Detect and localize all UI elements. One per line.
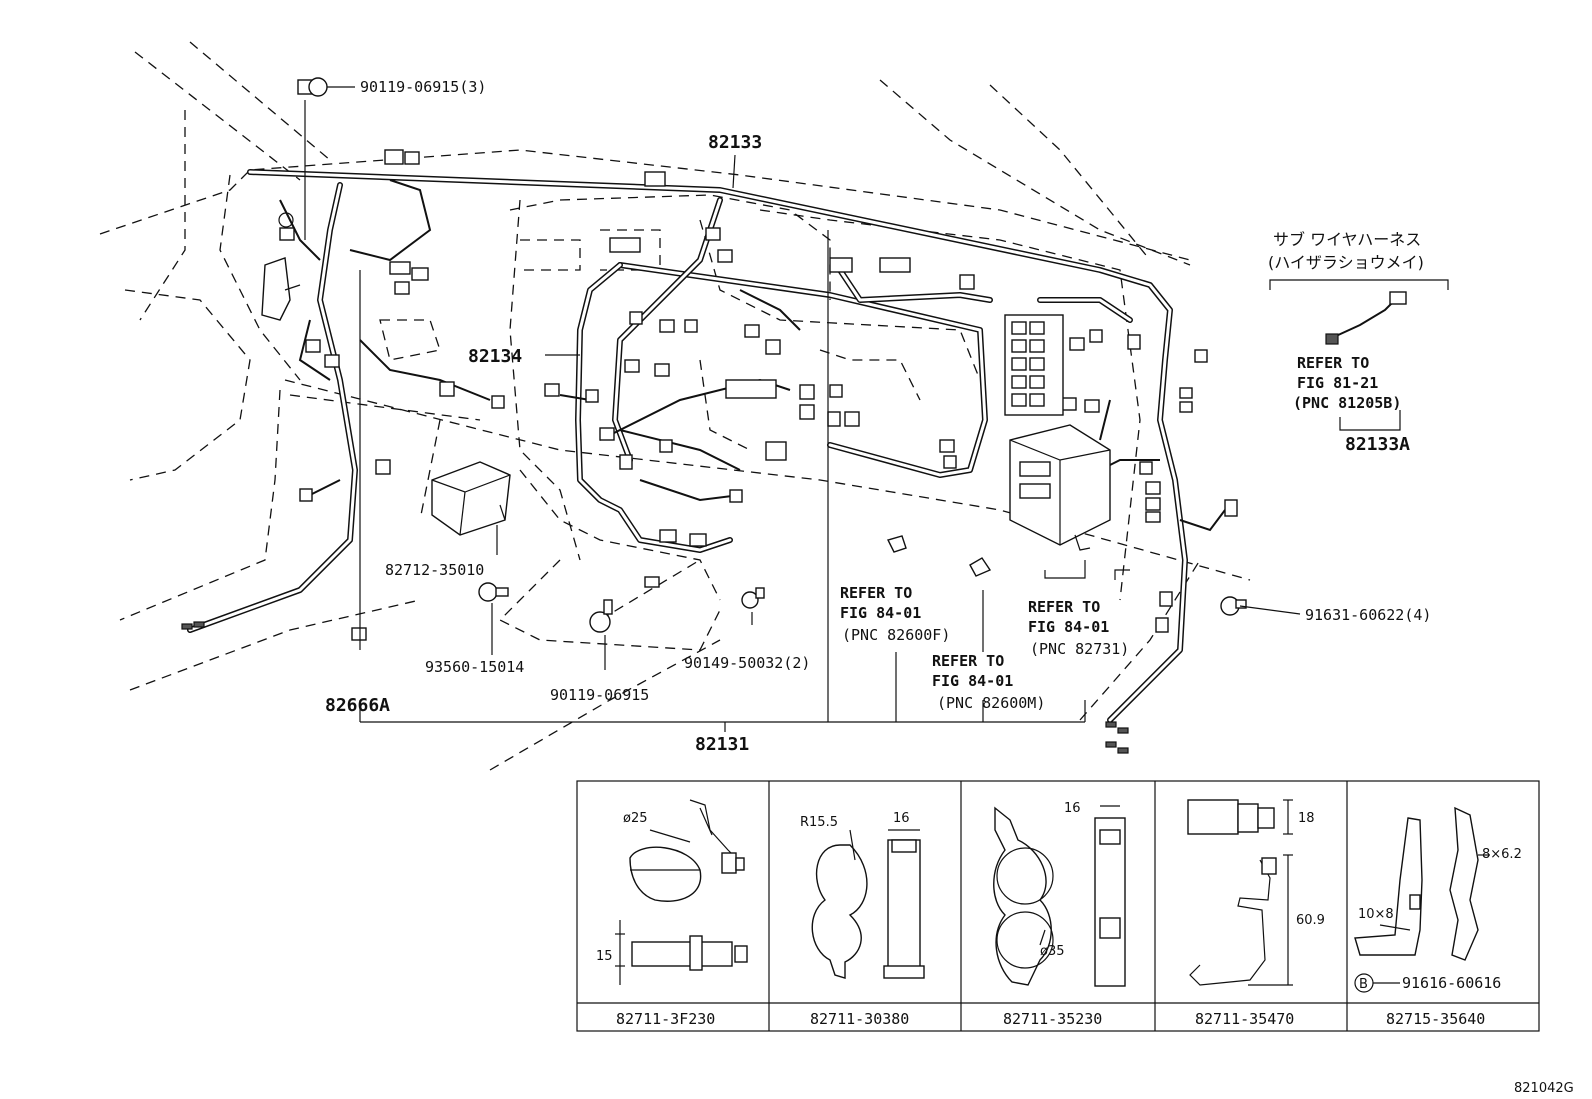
- label-82712-35010: 82712-35010: [385, 561, 484, 579]
- dim-10x8: 10×8: [1358, 907, 1394, 922]
- label-refer-82600M-l2: FIG 84-01: [932, 672, 1013, 690]
- ecu-module: [1009, 424, 1111, 551]
- left-bracket: [261, 212, 301, 321]
- bolt-icon: [1220, 596, 1247, 616]
- bolt-icon: [478, 582, 509, 602]
- label-sub-harness-jp2: (ハイザラショウメイ): [1268, 253, 1424, 272]
- dim-60-9: 60.9: [1296, 913, 1325, 928]
- label-82134: 82134: [468, 346, 522, 367]
- cover-82712: [431, 461, 511, 536]
- label-bolt-90119-3: 90119-06915(3): [360, 78, 486, 96]
- clip-icon: [886, 535, 907, 553]
- body-outline: [99, 41, 1251, 771]
- detail-table: ø25 15 82711-3F230 R15.5 16 82711-30380: [576, 780, 1540, 1032]
- figure-id: 821042G: [1514, 1081, 1574, 1096]
- harness-82133: [187, 169, 1226, 723]
- dim-16: 16: [893, 811, 910, 826]
- bolt-icon: [741, 587, 765, 609]
- dim-8x6-2: 8×6.2: [1482, 847, 1522, 862]
- dim-r15-5: R15.5: [800, 815, 838, 830]
- label-82133A: 82133A: [1345, 434, 1410, 455]
- label-screw-93560: 93560-15014: [425, 658, 524, 676]
- label-82131: 82131: [695, 734, 749, 755]
- label-refer-82600F-l1: REFER TO: [840, 584, 912, 602]
- clip-icon: [969, 557, 992, 577]
- label-bolt-91616: 91616-60616: [1402, 974, 1501, 992]
- dim-16b: 16: [1064, 801, 1081, 816]
- label-sub-harness-jp: サブ ワイヤハーネス: [1273, 230, 1421, 249]
- label-refer-81-l3: (PNC 81205B): [1293, 394, 1401, 412]
- dim-dia-25: ø25: [623, 811, 648, 826]
- detail-cell-82711-35230: 16 ø35 82711-35230: [993, 801, 1126, 1028]
- label-bolt-90119: 90119-06915: [550, 686, 649, 704]
- detail-cell-82711-30380: R15.5 16 82711-30380: [800, 811, 925, 1028]
- label-refer-82600M-l1: REFER TO: [932, 652, 1004, 670]
- label-refer-81-l2: FIG 81-21: [1297, 374, 1378, 392]
- label-bolt-90149: 90149-50032(2): [684, 654, 810, 672]
- leader-lines: [304, 86, 1301, 732]
- sub-harness-82133A: [1269, 279, 1449, 431]
- b-marker-icon: B: [1359, 977, 1368, 992]
- detail-cell-82715-35640: B 8×6.2 10×8 91616-60616 82715-35640: [1354, 806, 1522, 1028]
- part-82715-35640: 82715-35640: [1386, 1010, 1485, 1028]
- label-82666A: 82666A: [325, 695, 390, 716]
- part-82711-35470: 82711-35470: [1195, 1010, 1294, 1028]
- part-82711-3F230: 82711-3F230: [616, 1010, 715, 1028]
- label-refer-82731-l3: (PNC 82731): [1030, 640, 1129, 658]
- label-refer-82600F-l2: FIG 84-01: [840, 604, 921, 622]
- detail-cell-82711-3F230: ø25 15 82711-3F230: [596, 799, 748, 1028]
- dim-dia-35: ø35: [1040, 944, 1065, 959]
- bolt-icon: [589, 599, 613, 633]
- part-labels: 90119-06915(3) 82133 サブ ワイヤハーネス (ハイザラショウ…: [325, 78, 1431, 755]
- junction-block: [1004, 314, 1064, 416]
- detail-cell-82711-35470: 18 60.9 82711-35470: [1187, 799, 1325, 1028]
- bolt-icon: [297, 77, 328, 97]
- label-bolt-91631: 91631-60622(4): [1305, 606, 1431, 624]
- label-refer-81-l1: REFER TO: [1297, 354, 1369, 372]
- connectors: [181, 149, 1238, 754]
- label-82133: 82133: [708, 132, 762, 153]
- label-refer-82600F-l3: (PNC 82600F): [842, 626, 950, 644]
- part-82711-35230: 82711-35230: [1003, 1010, 1102, 1028]
- label-refer-82600M-l3: (PNC 82600M): [937, 694, 1045, 712]
- label-refer-82731-l1: REFER TO: [1028, 598, 1100, 616]
- label-refer-82731-l2: FIG 84-01: [1028, 618, 1109, 636]
- fasteners: [297, 77, 1247, 633]
- dim-18: 18: [1298, 811, 1315, 826]
- part-82711-30380: 82711-30380: [810, 1010, 909, 1028]
- dim-15: 15: [596, 949, 613, 964]
- harness-82134: [559, 197, 801, 553]
